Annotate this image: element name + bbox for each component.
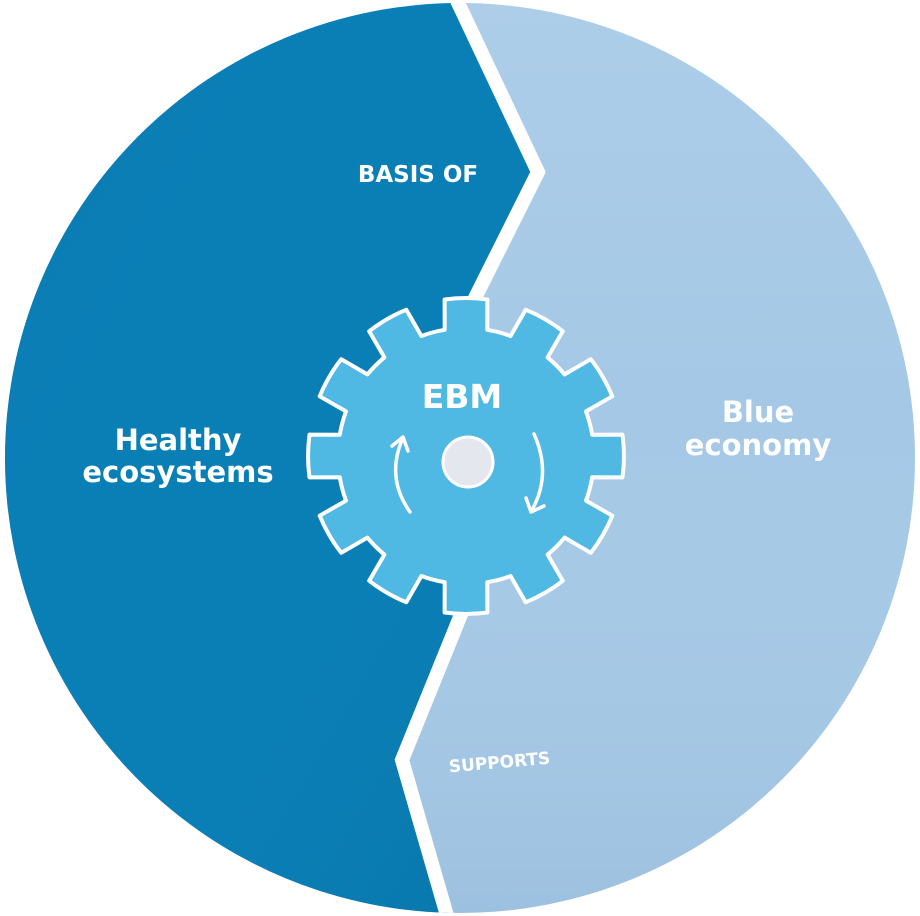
blue-economy-label-line-2: economy <box>685 428 832 462</box>
cycle-arrows-icon <box>390 432 546 514</box>
healthy-ecosystems-texture <box>5 3 538 913</box>
healthy-ecosystems-label-line-2: ecosystems <box>82 455 273 489</box>
center-gear-label: EBM <box>422 377 503 416</box>
segment-divider <box>394 3 546 913</box>
center-dot-icon <box>441 435 495 489</box>
left-arc-arrow <box>393 438 412 514</box>
right-arc-arrow <box>530 432 545 512</box>
left-arrowhead <box>390 435 410 453</box>
right-arrowhead <box>524 496 546 514</box>
top-arrow-label: BASIS OF <box>358 162 478 188</box>
healthy-ecosystems-label-line-1: Healthy <box>115 423 242 457</box>
blue-economy-label-line-1: Blue <box>722 395 794 429</box>
